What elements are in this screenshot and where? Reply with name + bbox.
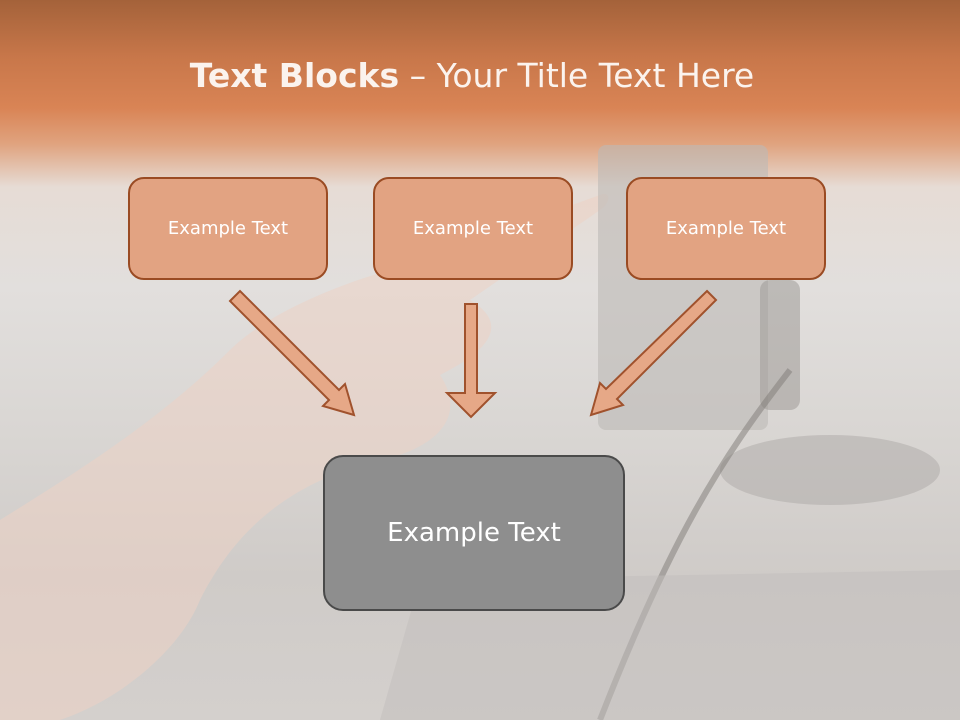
text-block-right[interactable]: Example Text [626, 177, 826, 280]
arrow-center [444, 303, 498, 419]
gps-mount [760, 280, 800, 410]
title-bold: Text Blocks [189, 56, 400, 95]
title-dash: – [399, 56, 437, 95]
text-block-left[interactable]: Example Text [128, 177, 328, 280]
text-block-center[interactable]: Example Text [373, 177, 573, 280]
title-rest: Your Title Text Here [436, 56, 755, 95]
hand-silhouette [0, 193, 609, 720]
slide-title: Text Blocks – Your Title Text Here [0, 56, 944, 95]
arrow-right [589, 289, 718, 417]
arrow-left [228, 289, 356, 417]
suction-cup [720, 435, 940, 505]
text-block-bottom[interactable]: Example Text [323, 455, 625, 611]
